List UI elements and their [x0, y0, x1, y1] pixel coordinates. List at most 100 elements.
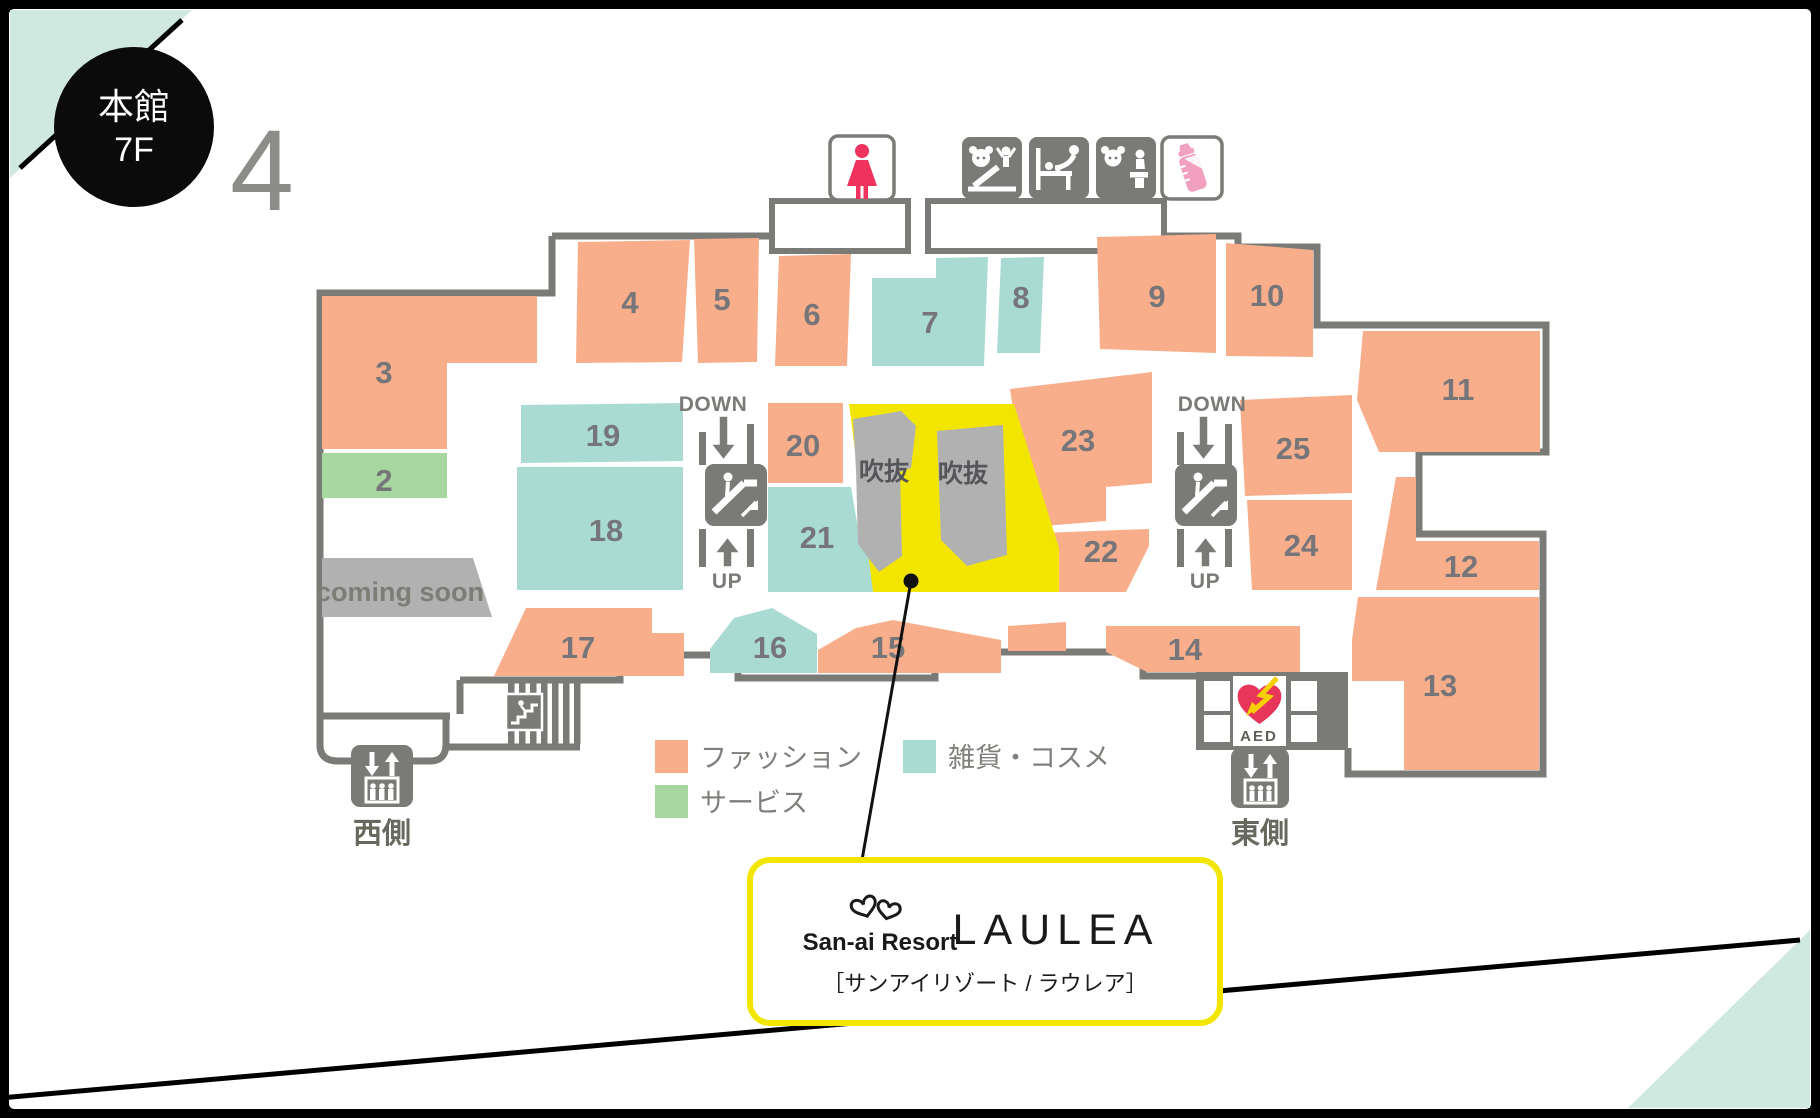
escalator-west: DOWN UP [679, 393, 767, 593]
area-label-24: 24 [1284, 528, 1319, 563]
store-callout: San-ai Resort LAULEA ［サンアイリゾート / ラウレア］ [747, 857, 1223, 1026]
callout-brand: San-ai Resort [803, 929, 958, 956]
floor-badge: 本館 7F [54, 47, 214, 207]
area-21 [768, 487, 890, 592]
stairs-icon [504, 692, 544, 732]
child-toilet-icon [1096, 137, 1156, 199]
legend-label-service: サービス [700, 788, 808, 818]
area-label-10: 10 [1250, 278, 1284, 313]
area-coming-soon [322, 558, 492, 617]
shop-areas [322, 234, 1540, 770]
restroom-vestibule-west [769, 198, 911, 254]
area-label-20: 20 [786, 428, 820, 463]
area-5 [694, 238, 759, 363]
callout-anchor-dot [903, 573, 919, 589]
atrium-east-label: 吹抜 [938, 460, 989, 488]
area-11 [1357, 331, 1540, 452]
area-7 [872, 257, 988, 366]
area-10 [1226, 243, 1313, 357]
baby-changing-icon [1029, 137, 1089, 199]
area-label-21: 21 [800, 520, 834, 555]
elevator-west-label: 西側 [353, 817, 411, 850]
callout-leader-line [860, 580, 913, 861]
area-label-7: 7 [921, 305, 938, 340]
stairs-west [504, 682, 581, 744]
area-label-6: 6 [803, 297, 820, 332]
area-label-19: 19 [586, 418, 620, 453]
atrium-east [937, 425, 1007, 566]
floor-badge-building: 本館 [98, 86, 170, 127]
area-17 [494, 608, 684, 676]
area-label-11: 11 [1442, 372, 1475, 407]
up-arrow-icon [713, 535, 742, 568]
area-label-17: 17 [561, 630, 595, 665]
escalator-west-up-label: UP [712, 570, 742, 593]
area-14 [1106, 626, 1300, 672]
area-20 [768, 403, 843, 483]
san-ai-logo-icon [849, 894, 902, 921]
escalator-icon [705, 464, 767, 526]
atrium-west-label: 吹抜 [859, 458, 910, 486]
escalator-east-down-label: DOWN [1178, 393, 1247, 416]
area-label-13: 13 [1423, 668, 1457, 703]
area-label-8: 8 [1012, 280, 1029, 315]
legend-label-goods: 雑貨・コスメ [948, 743, 1110, 773]
aed-label: AED [1240, 728, 1278, 745]
kids-space-icon [962, 137, 1022, 199]
area-3 [322, 296, 537, 449]
callout-reading: ［サンアイリゾート / ラウレア］ [822, 971, 1147, 996]
area-label-3: 3 [375, 355, 392, 390]
aed-icon [1237, 676, 1282, 724]
up-arrow-icon [1191, 535, 1220, 568]
area-13 [1352, 597, 1539, 770]
atrium-west [853, 411, 916, 572]
area-label-2: 2 [375, 463, 392, 498]
area-8 [997, 257, 1044, 353]
down-arrow-icon [709, 415, 738, 462]
area-label-12: 12 [1444, 549, 1478, 584]
womens-restroom-icon [828, 134, 896, 202]
aed-station: AED [1196, 672, 1348, 750]
elevator-east: 東側 [1231, 748, 1289, 850]
area-4 [576, 240, 690, 363]
elevator-icon [351, 745, 413, 807]
area-15 [818, 620, 1001, 673]
legend-swatch-service [655, 785, 688, 818]
legend-label-fashion: ファッション [700, 743, 862, 773]
nursing-room-icon [1160, 135, 1224, 201]
elevator-west: 西側 [351, 745, 413, 850]
area-label-14: 14 [1168, 632, 1203, 667]
area-16 [710, 608, 817, 673]
area-15-annex [1008, 622, 1066, 651]
escalator-east-up-label: UP [1190, 570, 1220, 593]
area-label-25: 25 [1276, 431, 1310, 466]
area-2 [322, 453, 447, 498]
area-25 [1240, 395, 1352, 496]
elevator-east-label: 東側 [1231, 817, 1289, 850]
escalator-icon [1175, 464, 1237, 526]
area-12 [1376, 477, 1539, 590]
coming-soon-label: coming soon [316, 577, 484, 607]
area-label-4: 4 [621, 285, 639, 320]
legend-swatch-goods [903, 740, 936, 773]
escalator-west-down-label: DOWN [679, 393, 748, 416]
area-9 [1097, 234, 1216, 353]
area-22 [1040, 529, 1149, 592]
area-18 [517, 467, 683, 590]
escalator-east: DOWN UP [1175, 393, 1246, 593]
callout-store-name: LAULEA [953, 906, 1160, 954]
area-6 [775, 254, 851, 366]
floor-badge-floor: 7F [114, 131, 154, 169]
area-19 [521, 403, 683, 463]
area-24 [1247, 500, 1352, 590]
elevator-icon [1231, 748, 1289, 808]
area-label-23: 23 [1061, 423, 1095, 458]
area-number-labels: 3 2 4 5 6 7 8 9 10 11 12 13 14 15 16 17 … [375, 278, 1478, 703]
floor-numeral: 4 [230, 107, 294, 235]
legend: ファッション サービス 雑貨・コスメ [655, 740, 1110, 818]
area-label-9: 9 [1148, 279, 1165, 314]
area-label-18: 18 [589, 513, 623, 548]
area-label-5: 5 [713, 282, 730, 317]
